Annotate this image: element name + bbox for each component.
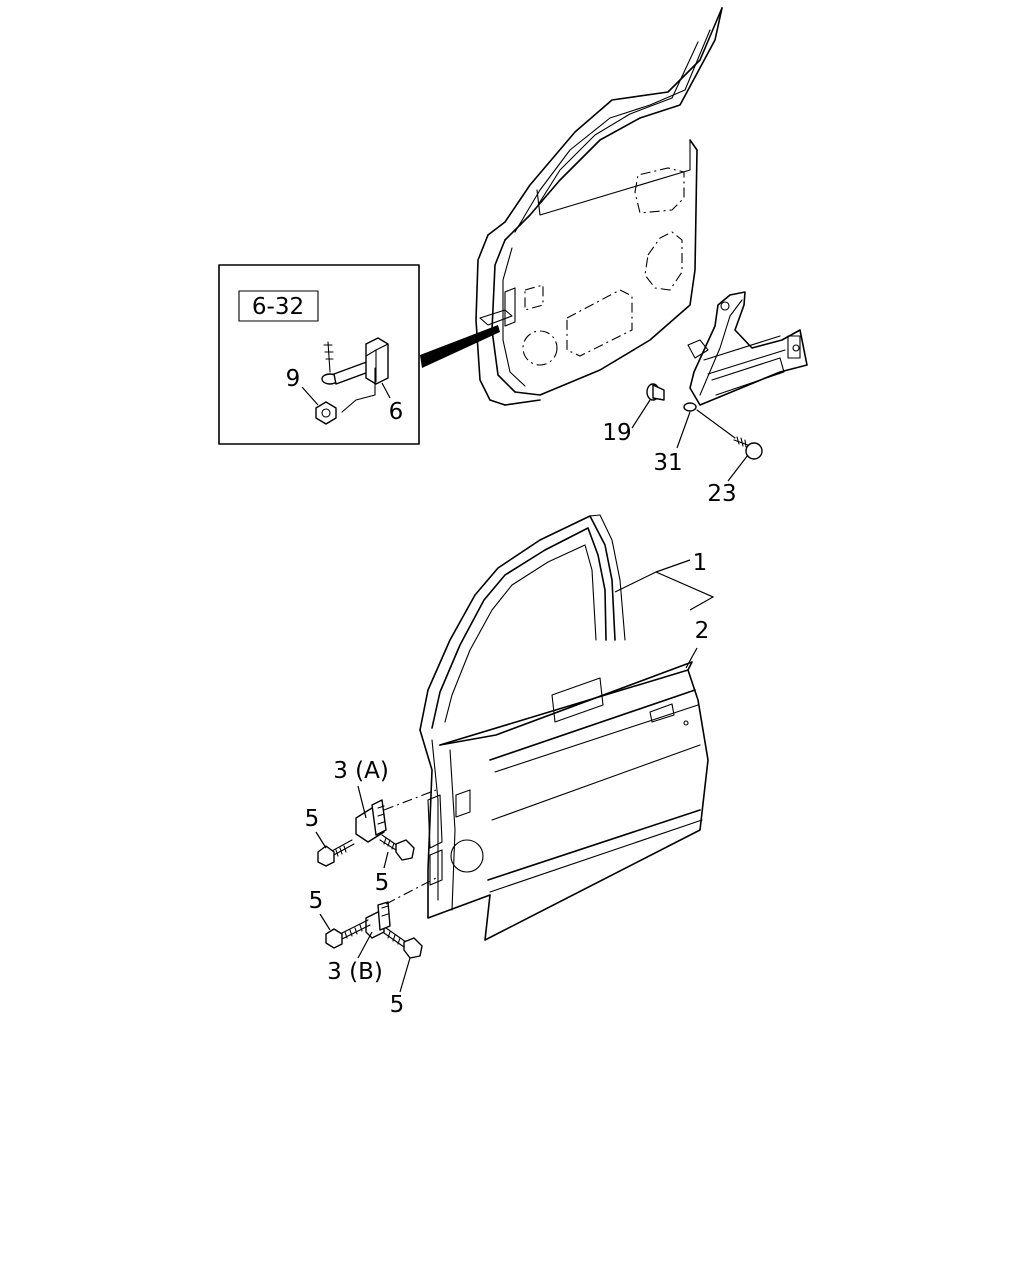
callout-1-bracket	[614, 571, 715, 611]
callout-5-lower-right: 5	[390, 992, 405, 1018]
callout-31: 31	[653, 450, 682, 476]
callout-5-lower-left: 5	[309, 888, 324, 914]
bolt-lower-left	[325, 919, 371, 949]
callout-5-upper-left: 5	[305, 806, 320, 832]
door-check-assembly	[315, 337, 389, 425]
callout-3b: 3 (B)	[327, 959, 383, 985]
lower-hinge-3b	[365, 877, 437, 939]
ref-code-label: 6-32	[252, 294, 304, 320]
screw-23	[733, 436, 763, 460]
bolt-lower-right	[383, 927, 423, 959]
door-bracket	[687, 291, 808, 406]
inset-detail-box: 6-32	[218, 264, 420, 445]
bolt-upper-left	[317, 839, 355, 867]
upper-hinge-3a	[355, 789, 437, 843]
callout-1: 1	[693, 550, 708, 576]
callout-3a: 3 (A)	[333, 758, 389, 784]
callout-19: 19	[602, 420, 631, 446]
callout-23: 23	[707, 481, 736, 507]
callout-9: 9	[286, 366, 301, 392]
callout-2: 2	[695, 618, 710, 644]
clip-19	[646, 383, 665, 401]
lower-door-assembly	[419, 514, 709, 941]
callout-6: 6	[389, 399, 404, 425]
ref-code-box	[238, 290, 319, 322]
upper-door-inner-panel	[475, 7, 723, 406]
inset-connector-arrow	[420, 325, 500, 368]
washer-31	[683, 402, 736, 439]
bolt-upper-right	[379, 834, 415, 861]
callout-5-upper-right: 5	[375, 870, 390, 896]
